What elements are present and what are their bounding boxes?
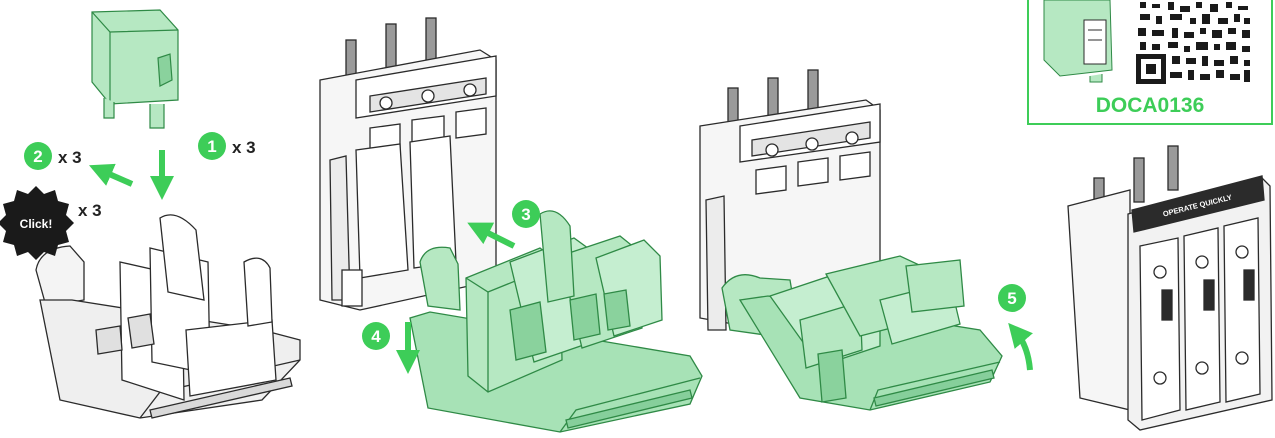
step-5-badge: 5	[998, 284, 1026, 312]
engaged-carrier-part	[721, 255, 1003, 411]
step-4-badge: 4	[362, 322, 390, 350]
click-badge: Click! x 3	[0, 186, 102, 260]
panel-1-module-insertion	[35, 9, 301, 419]
qr-code-icon	[1134, 0, 1252, 86]
arrow-insert-icon	[467, 222, 516, 249]
step-3-number: 3	[521, 205, 530, 224]
step-3-badge: 3	[512, 200, 540, 228]
mini-module-icon	[1043, 0, 1113, 83]
step-1-badge: 1 x 3	[198, 132, 256, 160]
empty-carrier-part	[35, 214, 301, 419]
panel-4-closed-device: OPERATE QUICKLY	[1067, 145, 1273, 431]
step-2-number: 2	[33, 147, 42, 166]
auxiliary-module-part	[91, 9, 179, 129]
arrow-rotate-icon	[1008, 322, 1033, 371]
panel-3-carrier-rotation	[699, 69, 1033, 411]
doc-reference-box: DOCA0136	[1027, 0, 1273, 125]
step-1-number: 1	[207, 137, 216, 156]
panel-2-carrier-insertion	[319, 17, 703, 433]
step-2-multiplier: x 3	[58, 148, 82, 167]
arrow-up-left-icon	[89, 163, 134, 187]
fuse-base-part	[319, 17, 497, 311]
step-2-badge: 2 x 3	[24, 142, 82, 170]
step-4-number: 4	[371, 327, 381, 346]
fuse-base-part	[699, 69, 881, 331]
step-1-multiplier: x 3	[232, 138, 256, 157]
click-multiplier: x 3	[78, 201, 102, 220]
loaded-carrier-part	[409, 210, 703, 433]
doc-code: DOCA0136	[1096, 94, 1205, 117]
click-text: Click!	[20, 217, 53, 231]
step-5-number: 5	[1007, 289, 1016, 308]
click-burst-icon	[0, 186, 74, 260]
